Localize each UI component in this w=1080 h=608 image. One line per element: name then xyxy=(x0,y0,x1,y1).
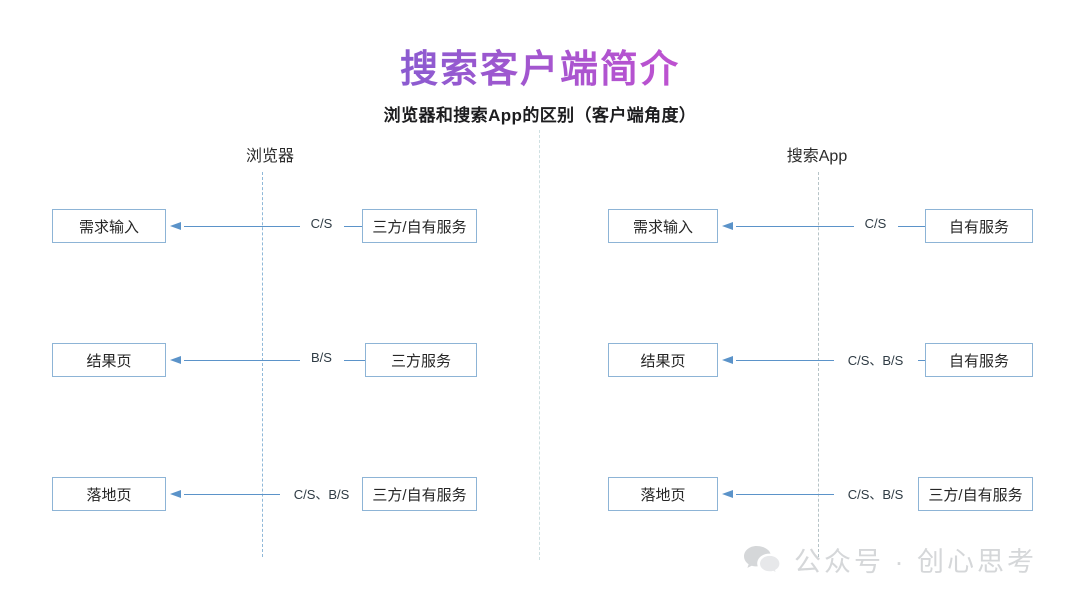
arrow-left-icon xyxy=(722,490,733,498)
app-row-1-label: C/S xyxy=(859,216,892,231)
dashed-divider-app xyxy=(818,172,819,557)
app-row-3: 落地页 C/S、B/S 三方/自有服务 xyxy=(608,477,1033,513)
arrow-left-icon xyxy=(170,222,181,230)
column-header-app: 搜索App xyxy=(786,148,848,165)
browser-row-1-target: 三方/自有服务 xyxy=(362,209,477,243)
browser-row-3-target: 三方/自有服务 xyxy=(362,477,477,511)
connector-line-left xyxy=(184,226,300,227)
arrow-left-icon xyxy=(170,490,181,498)
watermark-text: 公众号 · 创心思考 xyxy=(794,547,1037,577)
column-header-browser: 浏览器 xyxy=(245,148,294,165)
connector-line-left xyxy=(184,494,280,495)
browser-row-2: 结果页 B/S 三方服务 xyxy=(52,343,477,379)
arrow-left-icon xyxy=(722,356,733,364)
browser-row-2-label: B/S xyxy=(306,350,337,365)
connector-line-left xyxy=(736,360,834,361)
app-row-1-source: 需求输入 xyxy=(608,209,718,243)
browser-row-1-source: 需求输入 xyxy=(52,209,166,243)
dashed-divider-center xyxy=(539,130,540,560)
arrow-left-icon xyxy=(170,356,181,364)
browser-row-2-source: 结果页 xyxy=(52,343,166,377)
app-row-1-target: 自有服务 xyxy=(925,209,1033,243)
page-title: 搜索客户端简介 xyxy=(0,38,1080,93)
dashed-divider-browser xyxy=(262,172,263,557)
page-subtitle: 浏览器和搜索App的区别（客户端角度） xyxy=(383,106,697,125)
wechat-icon xyxy=(742,544,782,576)
browser-row-2-target: 三方服务 xyxy=(365,343,477,377)
browser-row-1: 需求输入 C/S 三方/自有服务 xyxy=(52,209,477,245)
browser-row-3: 落地页 C/S、B/S 三方/自有服务 xyxy=(52,477,477,513)
app-row-2-source: 结果页 xyxy=(608,343,718,377)
app-row-2-target: 自有服务 xyxy=(925,343,1033,377)
app-row-3-label: C/S、B/S xyxy=(842,484,909,503)
connector-line-left xyxy=(184,360,300,361)
browser-row-1-label: C/S xyxy=(305,216,338,231)
app-row-2: 结果页 C/S、B/S 自有服务 xyxy=(608,343,1033,379)
arrow-left-icon xyxy=(722,222,733,230)
watermark: 公众号 · 创心思考 xyxy=(742,540,1037,579)
app-row-1: 需求输入 C/S 自有服务 xyxy=(608,209,1033,245)
app-row-2-label: C/S、B/S xyxy=(842,350,909,369)
app-row-3-target: 三方/自有服务 xyxy=(918,477,1033,511)
browser-row-3-source: 落地页 xyxy=(52,477,166,511)
app-row-3-source: 落地页 xyxy=(608,477,718,511)
connector-line-left xyxy=(736,494,834,495)
browser-row-3-label: C/S、B/S xyxy=(288,484,355,503)
connector-line-left xyxy=(736,226,854,227)
